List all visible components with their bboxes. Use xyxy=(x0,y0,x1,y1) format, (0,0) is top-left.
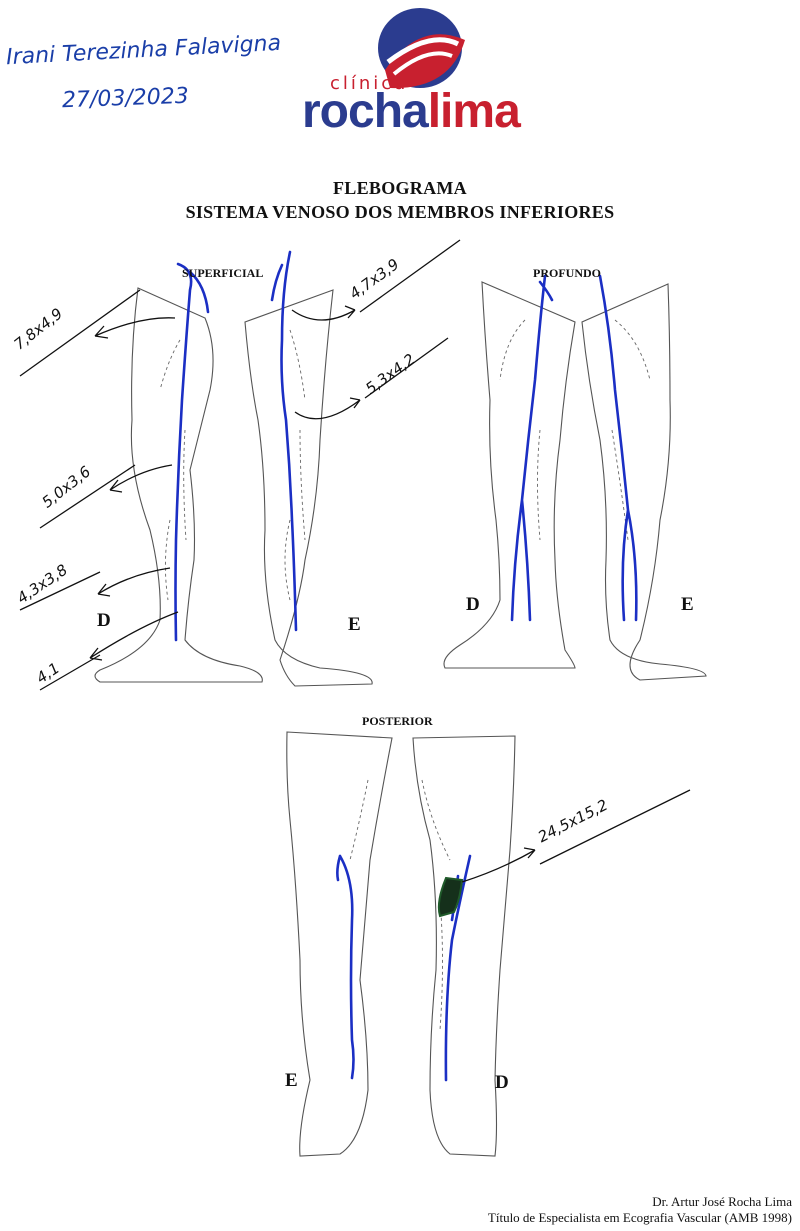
label-superficial: SUPERFICIAL xyxy=(182,266,264,280)
side-d-posterior: D xyxy=(495,1072,509,1093)
label-posterior: POSTERIOR xyxy=(362,714,433,728)
side-e-profundo: E xyxy=(681,594,694,615)
logo-rocha-text: rocha xyxy=(302,85,429,138)
vein-deep-left xyxy=(598,274,638,622)
side-d-superficial: D xyxy=(97,610,111,631)
page-title: FLEBOGRAMA xyxy=(332,178,467,198)
dashed-contours xyxy=(159,319,651,1031)
annotation-arrows xyxy=(19,239,691,883)
page-subtitle: SISTEMA VENOSO DOS MEMBROS INFERIORES xyxy=(185,202,615,222)
logo-lima-text: lima xyxy=(427,85,521,138)
vein-deep-right xyxy=(510,274,554,622)
side-d-profundo: D xyxy=(466,594,480,615)
vein-tracings xyxy=(174,250,638,1082)
side-e-superficial: E xyxy=(348,614,361,635)
vein-superficial-right xyxy=(174,262,210,642)
thrombus-marker xyxy=(437,876,464,918)
footer-credential: Título de Especialista em Ecografia Vasc… xyxy=(487,1210,792,1225)
posterior-right-leg-outline xyxy=(412,735,516,1157)
vein-superficial-left xyxy=(270,250,298,632)
logo-clinica-text: clínica xyxy=(330,73,409,94)
label-profundo: PROFUNDO xyxy=(533,266,601,280)
posterior-left-leg-outline xyxy=(286,731,393,1157)
footer-doctor: Dr. Artur José Rocha Lima xyxy=(652,1194,792,1209)
superficial-left-leg-outline xyxy=(244,289,373,687)
leg-outlines xyxy=(94,281,707,1157)
deep-right-leg-outline xyxy=(443,281,576,669)
side-e-posterior: E xyxy=(285,1070,298,1091)
superficial-right-leg-outline xyxy=(94,287,263,683)
logo-emblem-icon xyxy=(378,8,465,89)
deep-left-leg-outline xyxy=(581,283,707,681)
clinic-logo: clínica rochalima xyxy=(290,0,570,140)
vein-posterior-left xyxy=(336,854,355,1080)
